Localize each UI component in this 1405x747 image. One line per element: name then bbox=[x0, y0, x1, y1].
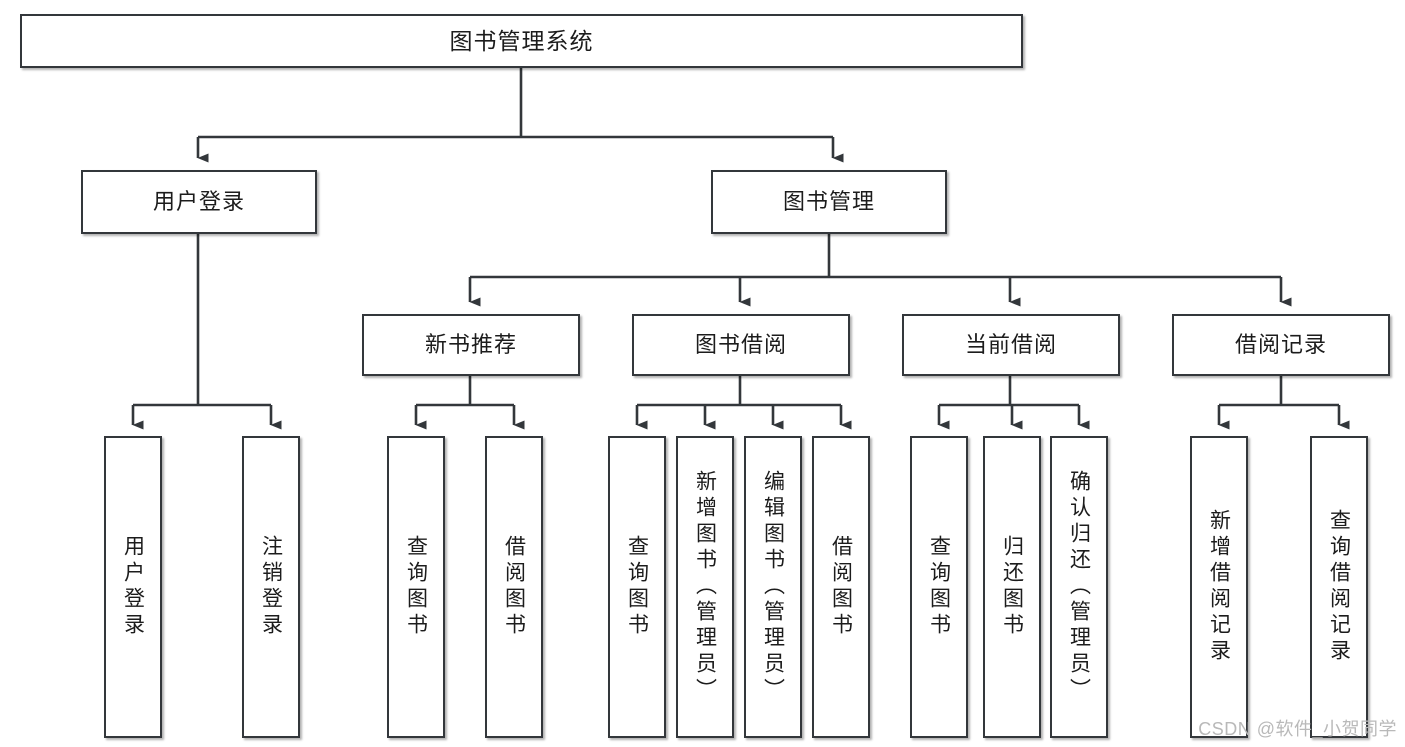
node-label: 归还图书 bbox=[1000, 535, 1024, 639]
node-root-system[interactable]: 图书管理系统 bbox=[20, 14, 1023, 68]
node-label: 确认归还（管理员） bbox=[1067, 470, 1091, 704]
node-label: 图书管理系统 bbox=[449, 27, 594, 54]
node-label: 新增图书（管理员） bbox=[693, 470, 717, 704]
leaf-node-leaf-user-login[interactable]: 用户登录 bbox=[104, 436, 162, 738]
node-label: 编辑图书（管理员） bbox=[761, 470, 785, 704]
node-label: 当前借阅 bbox=[964, 332, 1057, 358]
leaf-node-leaf-cur-confirm[interactable]: 确认归还（管理员） bbox=[1050, 436, 1108, 738]
leaf-node-leaf-new-query[interactable]: 查询图书 bbox=[387, 436, 445, 738]
node-label: 查询图书 bbox=[927, 535, 951, 639]
node-book-management[interactable]: 图书管理 bbox=[711, 170, 947, 234]
node-label: 用户登录 bbox=[152, 189, 245, 215]
node-label: 新书推荐 bbox=[424, 332, 517, 358]
node-new-book-recommend[interactable]: 新书推荐 bbox=[362, 314, 580, 376]
leaf-node-leaf-cur-query[interactable]: 查询图书 bbox=[910, 436, 968, 738]
node-label: 注销登录 bbox=[259, 535, 283, 639]
watermark: CSDN @软件_小贺同学 bbox=[1198, 719, 1397, 739]
leaf-node-leaf-bq-edit[interactable]: 编辑图书（管理员） bbox=[744, 436, 802, 738]
leaf-node-leaf-bq-borrow[interactable]: 借阅图书 bbox=[812, 436, 870, 738]
node-label: 借阅图书 bbox=[829, 535, 853, 639]
leaf-node-leaf-bq-query[interactable]: 查询图书 bbox=[608, 436, 666, 738]
node-label: 图书借阅 bbox=[694, 332, 787, 358]
node-user-login[interactable]: 用户登录 bbox=[81, 170, 317, 234]
node-label: 查询图书 bbox=[625, 535, 649, 639]
node-label: 查询借阅记录 bbox=[1327, 509, 1351, 665]
node-label: 新增借阅记录 bbox=[1207, 509, 1231, 665]
node-label: 用户登录 bbox=[121, 535, 145, 639]
leaf-node-leaf-rec-query[interactable]: 查询借阅记录 bbox=[1310, 436, 1368, 738]
node-label: 查询图书 bbox=[404, 535, 428, 639]
node-label: 借阅图书 bbox=[502, 535, 526, 639]
leaf-node-leaf-bq-add[interactable]: 新增图书（管理员） bbox=[676, 436, 734, 738]
node-borrow-record[interactable]: 借阅记录 bbox=[1172, 314, 1390, 376]
leaf-node-leaf-cur-return[interactable]: 归还图书 bbox=[983, 436, 1041, 738]
node-label: 借阅记录 bbox=[1234, 332, 1327, 358]
leaf-node-leaf-user-logout[interactable]: 注销登录 bbox=[242, 436, 300, 738]
node-book-borrow[interactable]: 图书借阅 bbox=[632, 314, 850, 376]
node-label: 图书管理 bbox=[782, 189, 875, 215]
node-current-borrow[interactable]: 当前借阅 bbox=[902, 314, 1120, 376]
leaf-node-leaf-rec-add[interactable]: 新增借阅记录 bbox=[1190, 436, 1248, 738]
leaf-node-leaf-new-borrow[interactable]: 借阅图书 bbox=[485, 436, 543, 738]
